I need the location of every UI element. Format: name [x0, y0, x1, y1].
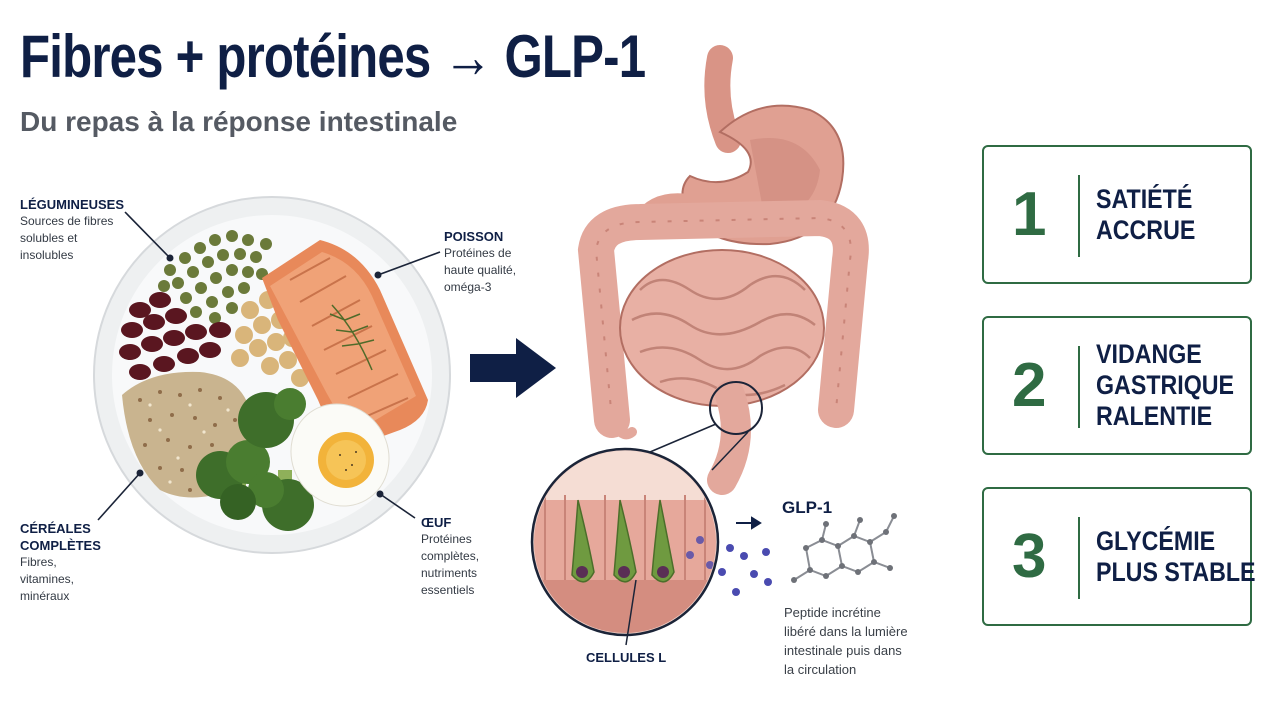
- label-line: minéraux: [20, 589, 70, 603]
- label-oeuf: ŒUF Protéines complètes, nutriments esse…: [421, 514, 479, 599]
- description-line: la circulation: [784, 662, 857, 677]
- label-line: solubles et: [20, 231, 78, 245]
- effect-number: 1: [1012, 180, 1047, 249]
- card-divider: [1078, 517, 1080, 599]
- effect-line: RALENTIE: [1096, 401, 1213, 431]
- effect-number: 3: [1012, 522, 1047, 591]
- card-divider: [1078, 346, 1080, 428]
- label-line: Protéines de: [444, 246, 512, 260]
- plate-illustration: [93, 196, 451, 554]
- salmon-food: [262, 240, 428, 448]
- effect-line: GASTRIQUE: [1096, 370, 1235, 400]
- kidney-beans-food: [119, 292, 231, 380]
- effect-line: ACCRUE: [1096, 214, 1196, 245]
- effect-card-1: 1 SATIÉTÉ ACCRUE: [982, 145, 1252, 284]
- effect-card-3: 3 GLYCÉMIE PLUS STABLE: [982, 487, 1256, 626]
- label-line: complètes,: [421, 549, 480, 563]
- effect-line: GLYCÉMIE: [1096, 525, 1216, 556]
- label-poisson: POISSON Protéines de haute qualité, omég…: [444, 228, 516, 296]
- effect-text: VIDANGE GASTRIQUE RALENTIE: [1096, 318, 1235, 453]
- label-line: nutriments: [421, 566, 478, 580]
- callout-lines: [97, 211, 441, 521]
- label-legumineuses: LÉGUMINEUSES Sources de fibres solubles …: [20, 196, 124, 264]
- effect-line: SATIÉTÉ: [1096, 183, 1193, 214]
- effect-line: PLUS STABLE: [1096, 556, 1256, 587]
- zoom-magnifier: [530, 381, 763, 646]
- label-line: haute qualité,: [444, 263, 517, 277]
- label-heading: ŒUF: [421, 515, 452, 530]
- lentils-food: [158, 230, 272, 324]
- flow-arrow-icon: [470, 338, 556, 398]
- label-line: essentiels: [421, 583, 475, 597]
- label-line: Sources de fibres: [20, 214, 114, 228]
- label-line: Fibres,: [20, 555, 57, 569]
- label-heading: POISSON: [444, 229, 504, 244]
- glp1-peptide-dots: [718, 544, 772, 596]
- label-line: Protéines: [421, 532, 472, 546]
- glp1-description: Peptide incrétine libéré dans la lumière…: [784, 603, 944, 679]
- effect-card-2: 2 VIDANGE GASTRIQUE RALENTIE: [982, 316, 1252, 455]
- description-line: libéré dans la lumière: [784, 624, 908, 639]
- label-heading: LÉGUMINEUSES: [20, 197, 125, 212]
- release-arrow-icon: [736, 516, 762, 530]
- boiled-egg-food: [290, 403, 390, 507]
- label-line: oméga-3: [444, 280, 492, 294]
- label-line: vitamines,: [20, 572, 75, 586]
- page-subtitle: Du repas à la réponse intestinale: [20, 106, 458, 137]
- label-line: insolubles: [20, 248, 74, 262]
- effect-line: VIDANGE: [1096, 339, 1202, 369]
- effect-text: SATIÉTÉ ACCRUE: [1096, 147, 1225, 282]
- description-line: intestinale puis dans: [784, 643, 902, 658]
- effect-text: GLYCÉMIE PLUS STABLE: [1096, 489, 1256, 624]
- card-divider: [1078, 175, 1080, 257]
- glp1-label: GLP-1: [782, 498, 833, 517]
- page-title: Fibres + protéines → GLP-1: [20, 23, 646, 90]
- cells-l-label: CELLULES L: [586, 650, 667, 665]
- label-heading: COMPLÈTES: [20, 538, 101, 553]
- broccoli-food: [196, 388, 314, 531]
- effect-number: 2: [1012, 351, 1047, 420]
- digestive-tract-illustration: [577, 45, 869, 495]
- dill-garnish: [329, 304, 375, 371]
- label-cereales: CÉRÉALES COMPLÈTES Fibres, vitamines, mi…: [20, 520, 101, 605]
- intestinal-cells-closeup: [534, 451, 716, 633]
- description-line: Peptide incrétine: [784, 605, 881, 620]
- label-heading: CÉRÉALES: [20, 521, 91, 536]
